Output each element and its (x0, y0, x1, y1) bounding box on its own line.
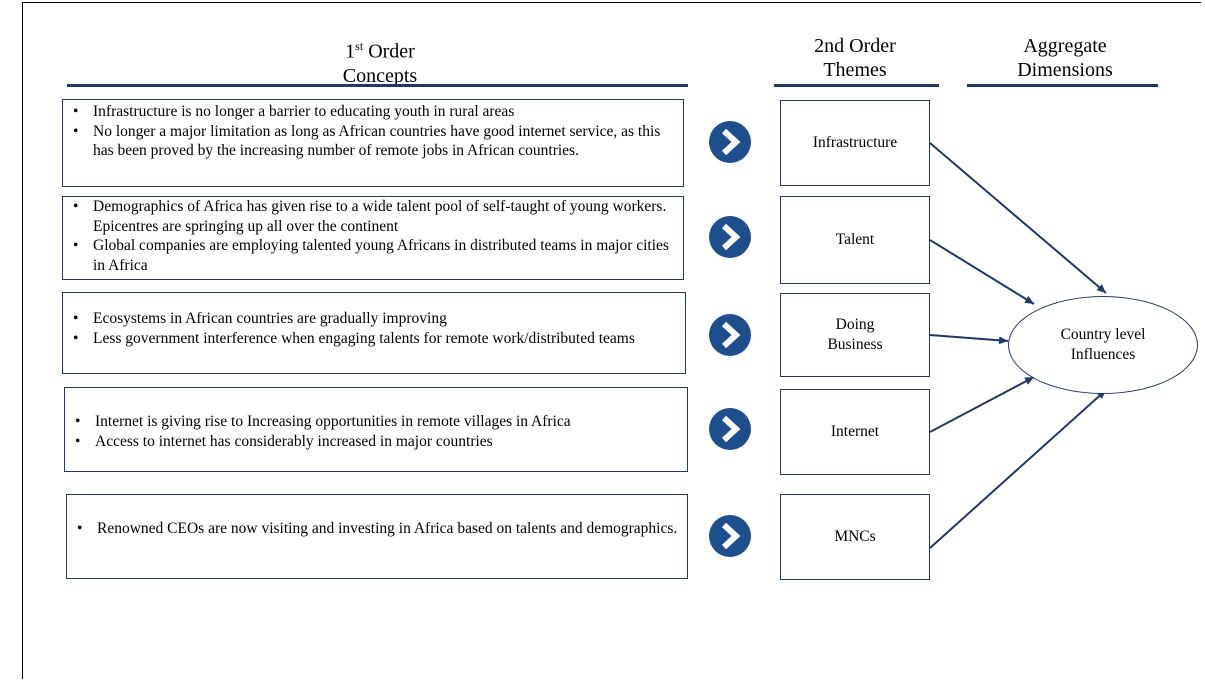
arrow-internet (929, 376, 1035, 433)
chevron-right-circle-icon (709, 121, 751, 163)
header-underline-second-order (774, 84, 939, 87)
chevron-right-circle-icon (709, 408, 751, 450)
header-underline-first-order (67, 84, 688, 87)
concept-bullet: No longer a major limitation as long as … (67, 122, 679, 161)
concept-box-internet: Internet is giving rise to Increasing op… (64, 387, 688, 472)
chevron-right-circle-icon (709, 515, 751, 557)
slide-frame (22, 2, 1201, 679)
arrow-doing-business (929, 334, 1009, 345)
arrow-talent (929, 239, 1035, 305)
arrow-infrastructure (929, 142, 1107, 294)
aggregate-oval-country-level-influences: Country level Influences (1008, 296, 1198, 394)
header-first-order: 1st Order Concepts (342, 39, 418, 87)
arrow-mncs (929, 389, 1107, 549)
chevron-right-circle-icon (709, 314, 751, 356)
concept-box-mncs: Renowned CEOs are now visiting and inves… (66, 494, 688, 579)
concept-bullet: Global companies are employing talented … (67, 236, 679, 275)
theme-box-infrastructure: Infrastructure (780, 100, 930, 186)
concept-bullet: Demographics of Africa has given rise to… (67, 197, 679, 236)
header-second-order: 2nd Order Themes (814, 35, 896, 81)
concept-bullet: Less government interference when engagi… (67, 329, 681, 349)
header-underline-aggregate (967, 84, 1158, 87)
concept-box-infrastructure: Infrastructure is no longer a barrier to… (62, 99, 684, 187)
header-aggregate: Aggregate Dimensions (1017, 35, 1113, 81)
concept-bullet: Internet is giving rise to Increasing op… (69, 412, 683, 432)
concept-bullet: Infrastructure is no longer a barrier to… (67, 102, 679, 122)
chevron-right-circle-icon (709, 216, 751, 258)
concept-box-doing-business: Ecosystems in African countries are grad… (62, 292, 686, 374)
theme-box-internet: Internet (780, 389, 930, 475)
concept-bullet: Access to internet has considerably incr… (69, 432, 683, 452)
theme-box-talent: Talent (780, 196, 930, 284)
theme-box-mncs: MNCs (780, 494, 930, 580)
concept-bullet: Ecosystems in African countries are grad… (67, 309, 681, 329)
concept-bullet: Renowned CEOs are now visiting and inves… (71, 519, 683, 539)
concept-box-talent: Demographics of Africa has given rise to… (62, 196, 684, 280)
